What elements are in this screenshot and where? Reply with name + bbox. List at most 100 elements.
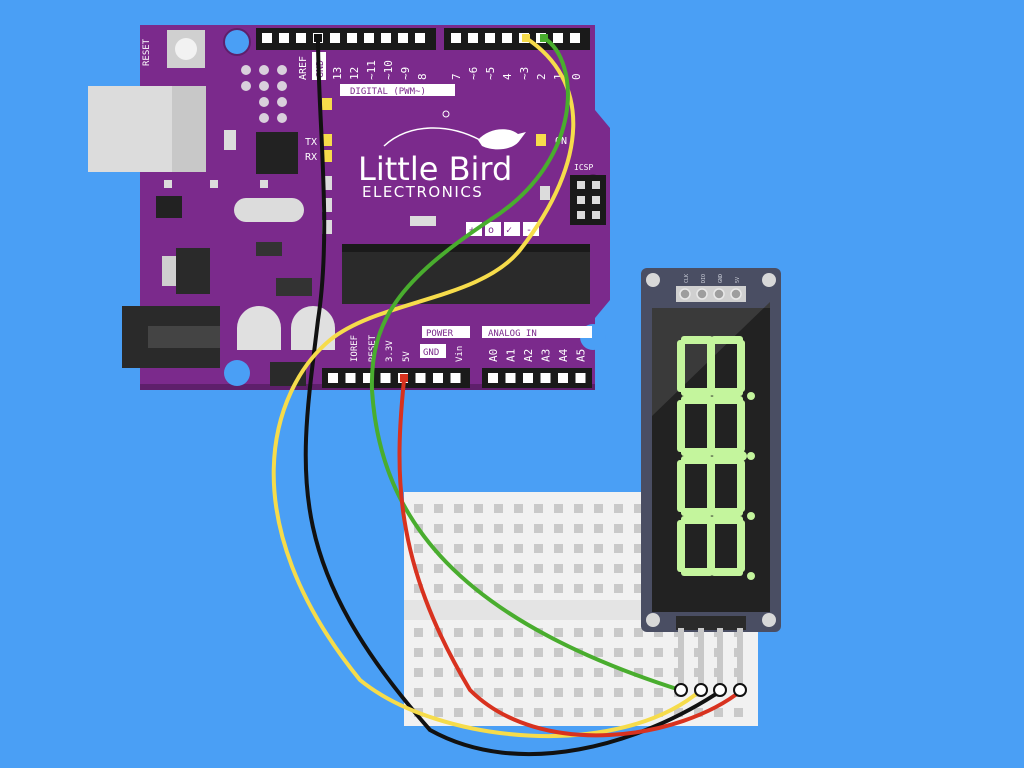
breadboard-hole xyxy=(634,648,643,657)
breadboard-hole xyxy=(634,668,643,677)
breadboard-hole xyxy=(414,688,423,697)
breadboard-hole xyxy=(574,544,583,553)
breadboard-hole xyxy=(554,524,563,533)
header-pin xyxy=(502,33,512,43)
breadboard-hole xyxy=(434,648,443,657)
breadboard-hole xyxy=(434,688,443,697)
segment xyxy=(681,456,713,464)
breadboard-hole xyxy=(434,544,443,553)
breadboard-hole xyxy=(414,584,423,593)
small-chip xyxy=(276,278,312,296)
reset-button-cap xyxy=(175,38,197,60)
resistor xyxy=(322,176,332,190)
segment xyxy=(737,520,745,572)
breadboard-hole xyxy=(614,688,623,697)
on-label: ON xyxy=(555,136,567,147)
breadboard-hole xyxy=(534,648,543,657)
breadboard-hole xyxy=(414,628,423,637)
dot-matrix xyxy=(241,65,287,123)
display-header-block xyxy=(676,286,746,302)
analog-pin-label: A3 xyxy=(540,349,553,362)
segment xyxy=(711,388,743,396)
display-pin-leg xyxy=(698,628,704,688)
header-pin xyxy=(363,373,373,383)
breadboard-hole xyxy=(554,584,563,593)
small-chip xyxy=(256,242,282,256)
header-pin xyxy=(262,33,272,43)
breadboard-hole xyxy=(414,648,423,657)
breadboard-hole xyxy=(614,504,623,513)
header-pin xyxy=(330,33,340,43)
breadboard-hole xyxy=(514,688,523,697)
brand-name: Little Bird xyxy=(358,150,512,188)
segment xyxy=(707,340,715,392)
breadboard-hole xyxy=(594,544,603,553)
regulator-tab xyxy=(162,256,176,286)
breadboard-hole xyxy=(654,628,663,637)
breadboard-hole xyxy=(474,688,483,697)
breadboard-hole xyxy=(594,708,603,717)
digital-pin-label: 1 xyxy=(552,73,565,80)
breadboard-hole xyxy=(454,564,463,573)
segment xyxy=(677,400,685,452)
breadboard-hole xyxy=(594,688,603,697)
breadboard-hole xyxy=(474,648,483,657)
breadboard-hole xyxy=(494,688,503,697)
breadboard-hole xyxy=(534,668,543,677)
display-pin-leg xyxy=(737,628,743,688)
digital-pin-label: ~11 xyxy=(365,60,378,80)
wire-end-green xyxy=(540,34,548,42)
header-pin xyxy=(415,33,425,43)
breadboard-hole xyxy=(414,564,423,573)
display-pin-base xyxy=(676,616,746,630)
resistor xyxy=(410,216,436,226)
breadboard-hole xyxy=(654,708,663,717)
breadboard-hole xyxy=(514,668,523,677)
breadboard-hole xyxy=(634,688,643,697)
segment xyxy=(681,508,713,516)
breadboard-hole xyxy=(514,648,523,657)
breadboard-hole xyxy=(534,544,543,553)
breadboard-hole xyxy=(614,584,623,593)
breadboard-hole xyxy=(434,524,443,533)
breadboard-hole xyxy=(614,564,623,573)
breadboard-hole xyxy=(574,564,583,573)
breadboard-hole xyxy=(414,668,423,677)
analog-pin-label: A4 xyxy=(557,348,570,362)
breadboard-pin-ring xyxy=(674,683,688,697)
breadboard-hole xyxy=(634,524,643,533)
header-pin xyxy=(468,33,478,43)
breadboard-hole xyxy=(514,504,523,513)
breadboard-hole xyxy=(614,648,623,657)
breadboard-hole xyxy=(494,564,503,573)
digital-pin-label: 7 xyxy=(450,73,463,80)
breadboard-hole xyxy=(554,544,563,553)
breadboard-hole xyxy=(534,504,543,513)
led-rx xyxy=(322,150,332,162)
mounting-hole xyxy=(224,360,250,386)
gnd-label-bg xyxy=(420,344,446,358)
icsp-label: ICSP xyxy=(574,163,593,172)
resistor xyxy=(164,180,172,188)
breadboard-hole xyxy=(574,708,583,717)
breadboard-hole xyxy=(474,628,483,637)
power-label-bar xyxy=(422,326,470,338)
wire-black xyxy=(303,36,724,756)
display-header-pins xyxy=(676,286,746,302)
breadboard-hole xyxy=(494,524,503,533)
header-pin xyxy=(575,373,586,383)
power-pin-label: 3.3V xyxy=(385,340,395,362)
header-pin xyxy=(364,33,374,43)
breadboard-hole xyxy=(614,524,623,533)
analog-pin-label: A0 xyxy=(487,349,500,362)
breadboard-hole xyxy=(554,564,563,573)
power-label: POWER xyxy=(426,329,454,339)
breadboard-hole xyxy=(454,504,463,513)
breadboard-hole xyxy=(534,564,543,573)
segment xyxy=(707,460,715,512)
wire-yellow xyxy=(271,36,703,739)
breadboard-hole xyxy=(634,504,643,513)
digital-pin-label: ~3 xyxy=(518,67,531,80)
